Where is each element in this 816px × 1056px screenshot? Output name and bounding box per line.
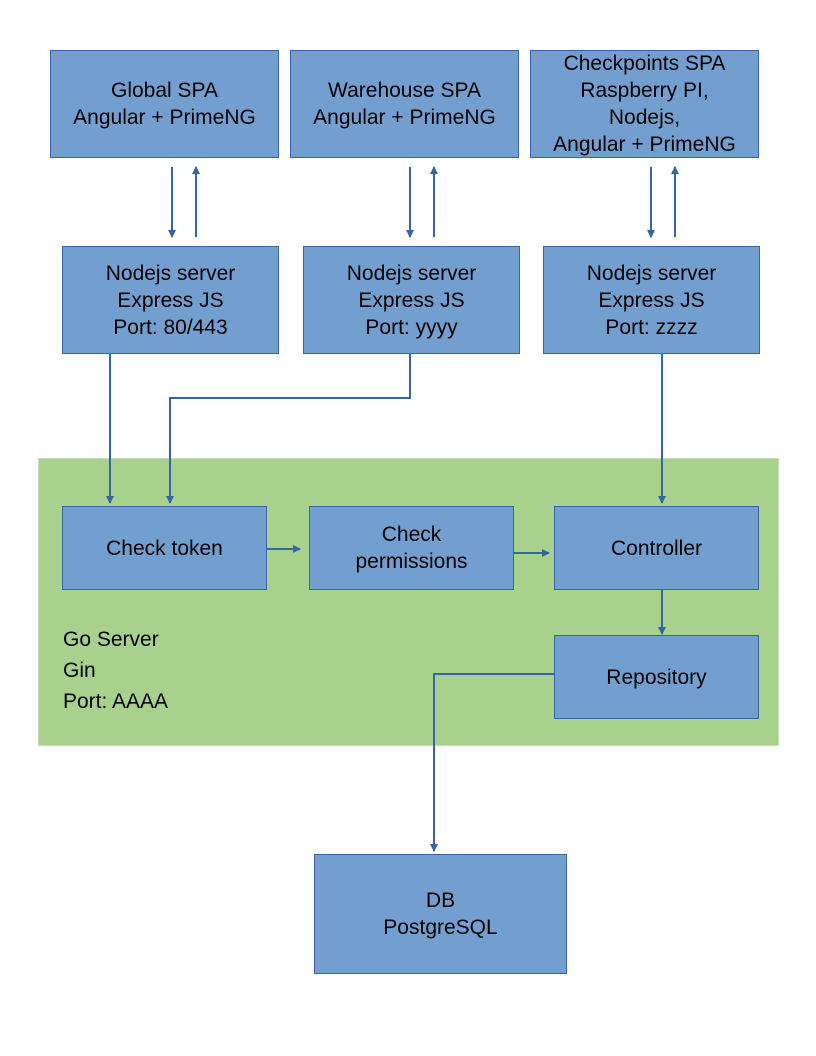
- checkpoints-spa-line-3: Nodejs,: [608, 106, 681, 129]
- warehouse-node-server-line-2: Express JS: [358, 288, 465, 312]
- go-server-label-line-1: Go Server: [63, 628, 159, 651]
- warehouse-node-to-check-token-arrow: [166, 354, 411, 504]
- warehouse-node-server-line-1: Nodejs server: [346, 261, 477, 285]
- check-token-label: Check token: [106, 536, 223, 560]
- controller-label: Controller: [610, 536, 703, 560]
- global-spa-line-1: Global SPA: [111, 79, 218, 102]
- controller-box: Controller: [554, 506, 759, 590]
- checkpoints-node-server-box: Nodejs server Express JS Port: zzzz: [543, 246, 760, 354]
- go-server-label-line-3: Port: AAAA: [63, 690, 169, 713]
- warehouse-node-server-box: Nodejs server Express JS Port: yyyy: [303, 246, 520, 354]
- check-permissions-line-1: Check: [381, 523, 442, 546]
- warehouse-spa-line-2: Angular + PrimeNG: [313, 106, 496, 129]
- go-server-label-line-2: Gin: [63, 659, 96, 682]
- global-node-server-line-3: Port: 80/443: [113, 315, 228, 339]
- warehouse-spa-box: Warehouse SPA Angular + PrimeNG: [290, 50, 519, 158]
- check-permissions-line-2: permissions: [355, 550, 468, 573]
- checkpoints-node-server-line-3: Port: zzzz: [605, 315, 698, 339]
- global-spa-line-2: Angular + PrimeNG: [73, 106, 256, 129]
- checkpoints-spa-line-2: Raspberry PI,: [580, 79, 709, 102]
- repository-label: Repository: [606, 665, 707, 689]
- checkpoints-spa-line-1: Checkpoints SPA: [563, 52, 726, 75]
- check-permissions-box: Check permissions: [309, 506, 514, 590]
- global-spa-box: Global SPA Angular + PrimeNG: [50, 50, 279, 158]
- warehouse-spa-line-1: Warehouse SPA: [328, 79, 481, 102]
- repository-box: Repository: [554, 635, 759, 719]
- repository-to-db-arrow: [430, 673, 554, 852]
- checkpoints-spa-box: Checkpoints SPA Raspberry PI, Nodejs, An…: [530, 50, 759, 158]
- go-server-label: Go Server Gin Port: AAAA: [63, 624, 168, 717]
- warehouse-node-server-line-3: Port: yyyy: [365, 315, 458, 339]
- checkpoints-node-server-line-2: Express JS: [598, 288, 705, 312]
- database-box: DB PostgreSQL: [314, 854, 567, 974]
- database-line-2: PostgreSQL: [383, 916, 498, 939]
- checkpoints-spa-line-4: Angular + PrimeNG: [553, 133, 736, 156]
- global-node-server-line-1: Nodejs server: [105, 261, 236, 285]
- database-line-1: DB: [425, 889, 456, 912]
- global-node-server-box: Nodejs server Express JS Port: 80/443: [62, 246, 279, 354]
- checkpoints-node-server-line-1: Nodejs server: [586, 261, 717, 285]
- global-node-server-line-2: Express JS: [117, 288, 224, 312]
- check-token-box: Check token: [62, 506, 267, 590]
